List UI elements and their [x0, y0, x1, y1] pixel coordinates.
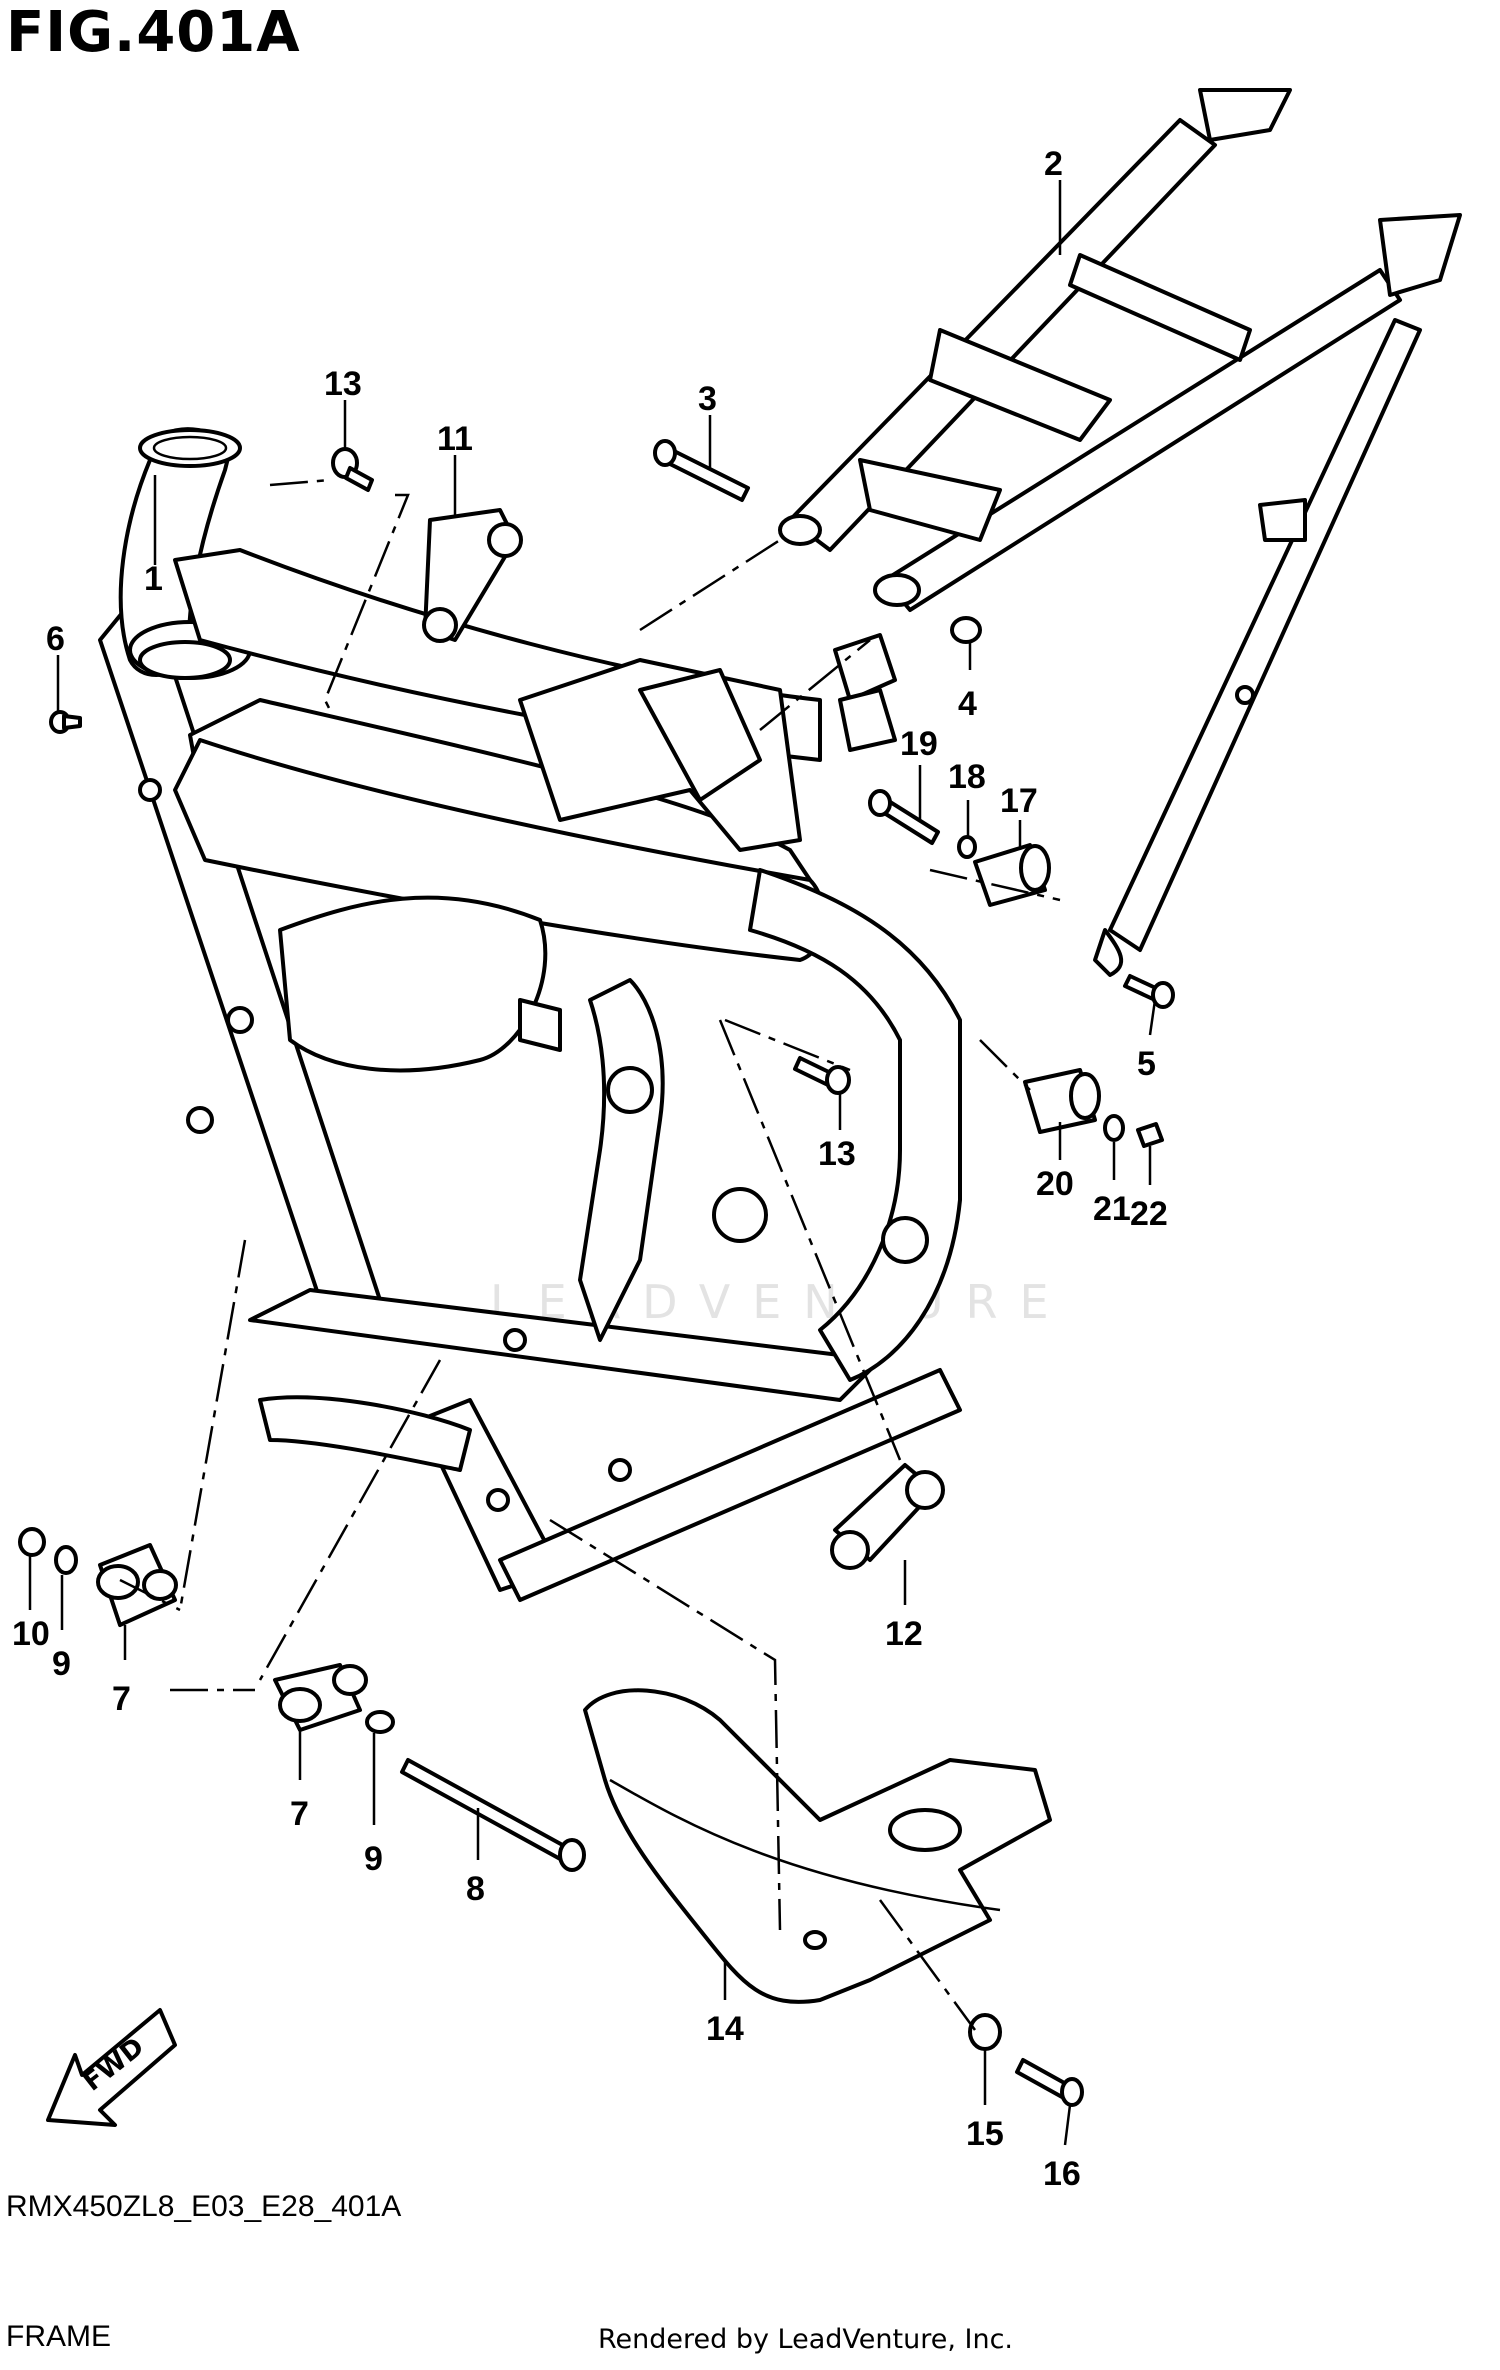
skid-plate-14	[583, 1688, 1052, 2004]
callout-4: 4	[958, 685, 977, 723]
callout-14: 14	[706, 2010, 744, 2048]
callout-9-lower: 9	[364, 1840, 383, 1878]
figure-title: FIG.401A	[6, 0, 301, 65]
callout-21: 21	[1093, 1190, 1131, 1228]
alignment-lines	[119, 478, 1061, 2031]
callout-2: 2	[1044, 145, 1063, 183]
fwd-arrow-icon: FWD	[46, 2008, 177, 2127]
callout-16: 16	[1043, 2155, 1081, 2193]
spacer-7-lower	[273, 1663, 368, 1732]
rear-subframe	[778, 88, 1462, 977]
callout-13-top: 13	[324, 365, 362, 403]
drawing-code: RMX450ZL8_E03_E28_401A	[6, 2190, 402, 2223]
callout-18: 18	[948, 758, 986, 796]
callout-11: 11	[437, 420, 473, 458]
bolt-19	[868, 789, 940, 845]
bushing-20	[1023, 1068, 1101, 1134]
render-credit: Rendered by LeadVenture, Inc.	[598, 2324, 1014, 2355]
bolt-16	[1015, 2058, 1084, 2107]
section-name: FRAME	[6, 2320, 111, 2353]
callout-10: 10	[12, 1615, 50, 1653]
bolt-8	[400, 1758, 586, 1872]
callout-13-mid: 13	[818, 1135, 856, 1173]
bolt-3	[653, 439, 750, 502]
engine-bracket-12	[830, 1463, 945, 1570]
callout-8: 8	[466, 1870, 485, 1908]
bolt-5	[1123, 974, 1175, 1009]
bolt-13-mid	[793, 1056, 851, 1095]
callout-22: 22	[1130, 1195, 1168, 1233]
main-frame	[98, 427, 962, 1602]
callout-5: 5	[1137, 1045, 1156, 1083]
callout-9-left: 9	[52, 1645, 71, 1683]
callout-15: 15	[966, 2115, 1004, 2153]
callout-20: 20	[1036, 1165, 1074, 1203]
bolt-13-top	[331, 447, 374, 492]
callout-19: 19	[900, 725, 938, 763]
nut-and-washers	[18, 616, 1164, 2051]
leader-lines	[28, 180, 1157, 2146]
callout-7-left: 7	[112, 1680, 131, 1718]
callout-1: 1	[144, 560, 163, 598]
callout-6: 6	[46, 620, 65, 658]
spacer-7-left	[96, 1543, 178, 1627]
callout-17: 17	[1000, 782, 1038, 820]
engine-bracket-11	[422, 508, 523, 643]
callout-3: 3	[698, 380, 717, 418]
lower-frame-bracket	[833, 633, 897, 752]
bushing-17	[973, 843, 1051, 907]
callout-12: 12	[885, 1615, 923, 1653]
callout-7-lower: 7	[290, 1795, 309, 1833]
callout-labels: 1 2 3 4 5 6 7 7 8 9 9 10 11 12 13 13 14 …	[12, 145, 1168, 2193]
small-bolt-6	[49, 710, 82, 734]
